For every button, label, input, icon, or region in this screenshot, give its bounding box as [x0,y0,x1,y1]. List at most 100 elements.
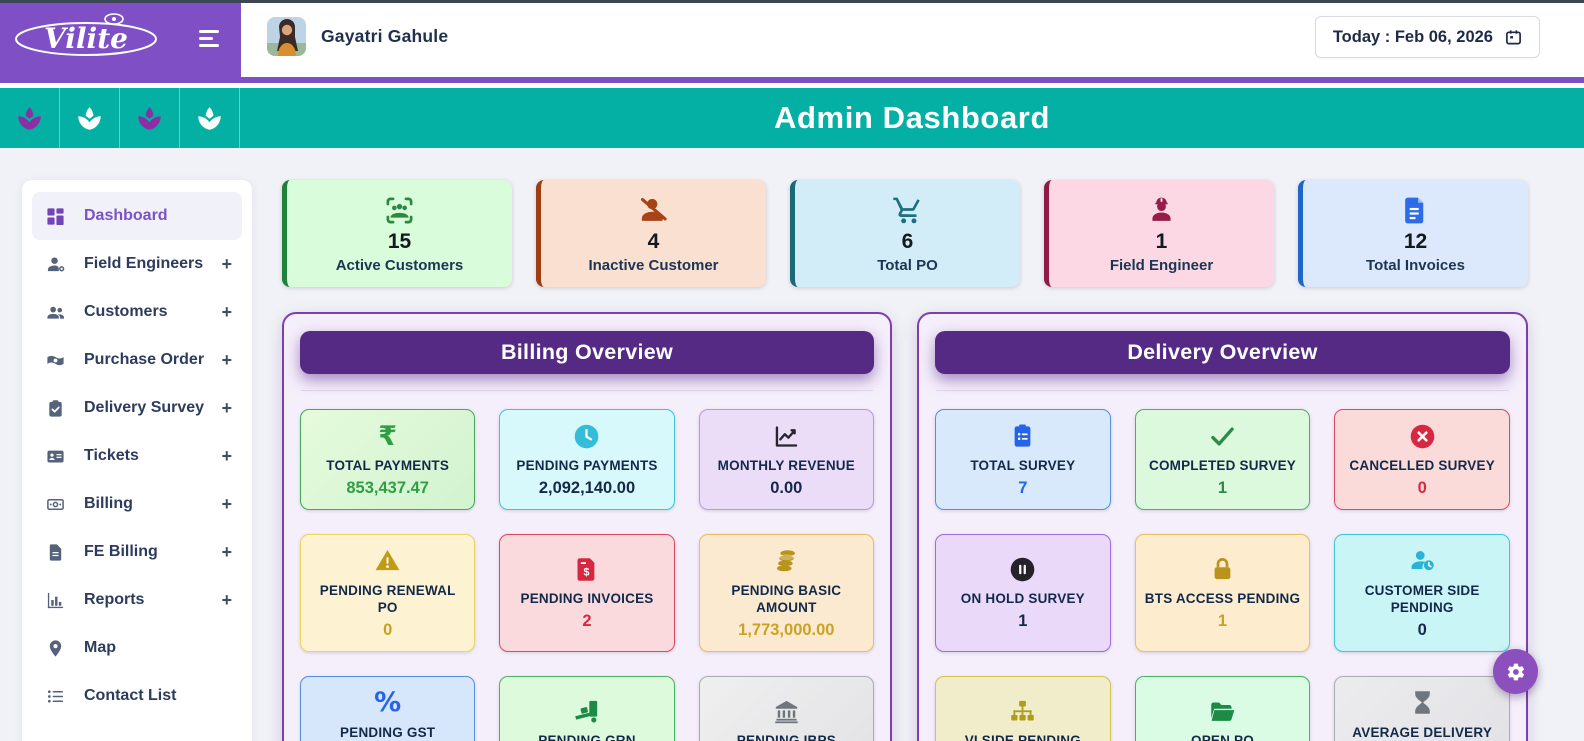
stats-row: 15 Active Customers 4 Inactive Customer … [282,180,1528,287]
date-button[interactable]: Today : Feb 06, 2026 [1314,16,1540,58]
card-total-survey: TOTAL SURVEY 7 [935,409,1111,510]
card-completed-survey: COMPLETED SURVEY 1 [1134,409,1311,510]
map-pin-icon [46,639,68,658]
card-pending-payments: PENDING PAYMENTS 2,092,140.00 [499,409,675,510]
hourglass-icon [1409,688,1436,718]
card-average-delivery-time: AVERAGE DELIVERY TIME [1334,675,1510,741]
dashboard-grid-icon [46,207,68,226]
divider [936,390,1509,391]
sidebar-item-map[interactable]: Map [22,624,252,672]
card-label: BTS ACCESS PENDING [1144,591,1301,607]
sidebar-item-tickets[interactable]: Tickets + [22,432,252,480]
check-icon [1209,421,1236,451]
card-label: TOTAL PAYMENTS [326,458,450,473]
money-bill-icon [46,495,68,514]
card-value: 0.00 [770,478,803,497]
sidebar-item-customers[interactable]: Customers + [22,288,252,336]
user-gear-icon [46,255,68,274]
lotus-icon [180,88,240,148]
sidebar-item-purchase-order[interactable]: Purchase Order + [22,336,252,384]
settings-fab[interactable] [1493,649,1538,694]
warning-triangle-icon [374,546,401,576]
stat-card-total-invoices: 12 Total Invoices [1298,180,1528,287]
sidebar-item-field-engineers[interactable]: Field Engineers + [22,240,252,288]
chart-line-icon [773,421,800,451]
svg-text:$: $ [584,567,590,579]
card-cancelled-survey: CANCELLED SURVEY 0 [1334,409,1510,510]
delivery-panel-title: Delivery Overview [935,331,1510,374]
sidebar-item-label: Field Engineers [84,255,204,272]
stat-value: 6 [901,230,914,253]
card-label: CANCELLED SURVEY [1349,458,1495,473]
card-customer-side-pending: CUSTOMER SIDE PENDING 0 [1334,533,1510,652]
cart-icon [892,193,923,227]
truck-icon [573,696,600,726]
stat-value: 12 [1403,230,1428,253]
card-label: PENDING BASIC AMOUNT [731,582,842,616]
date-label: Today : Feb 06, 2026 [1332,27,1493,46]
sidebar-item-contact-list[interactable]: Contact List [22,672,252,720]
card-pending-invoices: $ PENDING INVOICES 2 [499,533,675,652]
user-profile[interactable]: Gayatri Gahule [267,17,448,56]
window-top-edge [0,0,1584,3]
lock-icon [1209,554,1236,584]
card-value: 0 [383,620,393,639]
header-bar: Gayatri Gahule Today : Feb 06, 2026 [0,0,1584,77]
list-icon [46,687,68,706]
card-value: 1 [1018,611,1028,630]
card-monthly-revenue: MONTHLY REVENUE 0.00 [698,409,874,510]
card-value: 2 [582,611,592,630]
sidebar-item-label: Purchase Order [84,351,205,368]
card-value: 1,773,000.00 [738,620,835,639]
stat-label: Total Invoices [1366,257,1465,274]
group-frame-icon [384,193,415,227]
file-lines-icon [46,543,68,562]
stat-card-field-engineer: 1 Field Engineer [1044,180,1274,287]
id-card-icon [46,447,68,466]
sidebar-item-label: Tickets [84,447,139,464]
sidebar-item-dashboard[interactable]: Dashboard [32,192,242,240]
divider [301,390,873,391]
user-slash-icon [638,193,669,227]
card-total-payments: ₹ TOTAL PAYMENTS 853,437.47 [300,409,476,510]
sidebar-item-billing[interactable]: Billing + [22,480,252,528]
card-value: 0 [1417,620,1427,639]
billing-cards-grid: ₹ TOTAL PAYMENTS 853,437.47 PENDING PAYM… [300,409,874,741]
card-value: 0 [1417,478,1427,497]
billing-overview-panel: Billing Overview ₹ TOTAL PAYMENTS 853,43… [282,312,892,741]
brand-logo: Vilite [12,11,164,66]
card-label: COMPLETED SURVEY [1149,458,1296,473]
sidebar-item-reports[interactable]: Reports + [22,576,252,624]
page-title: Admin Dashboard [774,100,1050,135]
stat-card-active-customers: 15 Active Customers [282,180,512,287]
card-pending-gst-amount: % PENDING GST AMOUNT [300,675,476,741]
user-name: Gayatri Gahule [321,26,449,46]
pause-circle-icon [1009,554,1036,584]
sidebar: Dashboard Field Engineers + Customers + … [22,180,252,741]
lotus-icon [120,88,180,148]
clipboard-list-icon [1009,421,1036,451]
hamburger-menu-icon[interactable] [199,29,219,48]
rupee-icon: ₹ [378,420,398,452]
sidebar-item-delivery-survey[interactable]: Delivery Survey + [22,384,252,432]
svg-text:Vilite: Vilite [44,22,128,55]
page-banner: Admin Dashboard [0,88,1584,148]
clipboard-check-icon [46,399,68,418]
card-label: PENDING PAYMENTS [516,458,658,473]
billing-panel-title: Billing Overview [300,331,874,374]
sidebar-item-fe-billing[interactable]: FE Billing + [22,528,252,576]
folder-open-icon [1209,696,1236,726]
card-label: CUSTOMER SIDE PENDING [1364,582,1480,616]
card-open-po: OPEN PO [1134,675,1311,741]
stat-value: 4 [647,230,660,253]
circle-x-icon [1409,421,1436,451]
expand-plus-icon: + [221,350,232,370]
brand-block: Vilite [0,0,241,77]
card-label: PENDING GRN [538,733,636,741]
clock-icon [573,421,600,451]
lotus-icon [0,88,60,148]
card-label: OPEN PO [1191,733,1254,741]
expand-plus-icon: + [221,302,232,322]
sidebar-item-label: Customers [84,303,168,320]
